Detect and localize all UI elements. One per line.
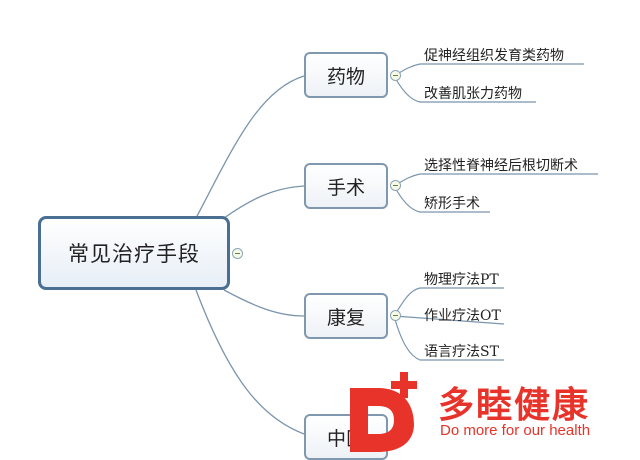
branch-node-medicine[interactable]: 药物 — [304, 52, 388, 98]
medicine-collapse-icon[interactable] — [390, 70, 401, 81]
leaf-rehab-3[interactable]: 语言疗法ST — [424, 344, 499, 360]
brand-logo-icon — [350, 372, 417, 452]
surgery-collapse-icon[interactable] — [390, 180, 401, 191]
central-node-label: 常见治疗手段 — [68, 242, 200, 266]
branch-label: 手术 — [326, 176, 365, 199]
leaf-medicine-1[interactable]: 促神经组织发育类药物 — [424, 48, 564, 64]
connector-rehab-leaf3 — [393, 315, 504, 361]
connector-medicine-leaf1 — [393, 63, 584, 77]
brand-slogan: Do more for our health — [440, 422, 591, 439]
connector-central-tcm — [195, 289, 305, 435]
leaf-rehab-1[interactable]: 物理疗法PT — [424, 272, 499, 288]
leaf-medicine-2[interactable]: 改善肌张力药物 — [424, 86, 522, 102]
branch-label: 药物 — [326, 65, 365, 88]
leaf-rehab-2[interactable]: 作业疗法OT — [424, 308, 501, 324]
branch-label: 康复 — [326, 306, 365, 329]
leaf-surgery-2[interactable]: 矫形手术 — [424, 196, 480, 212]
leaf-surgery-1[interactable]: 选择性脊神经后根切断术 — [424, 158, 578, 174]
rehab-collapse-icon[interactable] — [390, 310, 401, 321]
connector-central-medicine — [195, 75, 305, 219]
central-collapse-icon[interactable] — [232, 248, 243, 259]
connector-central-surgery — [223, 185, 305, 219]
brand-name: 多睦健康 — [438, 385, 591, 426]
branch-node-rehab[interactable]: 康复 — [304, 293, 388, 339]
central-node[interactable]: 常见治疗手段 — [38, 216, 230, 290]
branch-node-surgery[interactable]: 手术 — [304, 163, 388, 209]
connector-surgery-leaf1 — [393, 173, 598, 187]
connector-rehab-leaf2 — [393, 315, 505, 325]
connector-central-rehab — [223, 289, 305, 317]
